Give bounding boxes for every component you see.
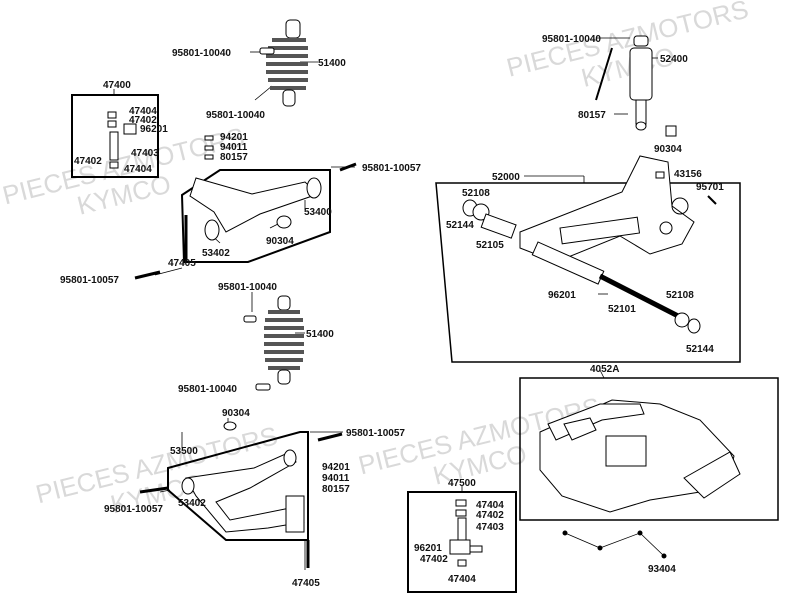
rear-shock	[595, 35, 677, 137]
part-label[interactable]: 43156	[674, 169, 702, 180]
part-label[interactable]: 47500	[448, 478, 476, 489]
part-label[interactable]: 47402	[74, 156, 102, 167]
shock-absorber-top	[259, 19, 308, 107]
part-label[interactable]: 95801-10057	[362, 163, 421, 174]
part-label[interactable]: 47404	[129, 106, 157, 117]
bolt	[134, 270, 161, 280]
part-label[interactable]: 95801-10057	[104, 504, 163, 515]
part-label[interactable]: 47400	[103, 80, 131, 91]
part-label[interactable]: 47404	[124, 164, 152, 175]
part-labels: 95801-10040 51400 95801-10040 47400 4740…	[60, 34, 724, 589]
swing-arm	[462, 155, 717, 334]
kingpin-assembly-a	[107, 111, 137, 169]
part-label[interactable]: 53400	[304, 207, 332, 218]
part-label[interactable]: 95801-10040	[206, 110, 265, 121]
washers-top	[204, 135, 214, 160]
skid-plate	[539, 399, 741, 559]
part-label[interactable]: 52144	[686, 344, 714, 355]
part-label[interactable]: 95801-10040	[172, 48, 231, 59]
part-label[interactable]: 52101	[608, 304, 636, 315]
part-label[interactable]: 90304	[266, 236, 294, 247]
part-label[interactable]: 47405	[292, 578, 320, 589]
part-label[interactable]: 51400	[318, 58, 346, 69]
part-label[interactable]: 95801-10057	[60, 275, 119, 286]
part-label[interactable]: 52108	[462, 188, 490, 199]
box-47400	[71, 94, 159, 178]
part-label[interactable]: 4052A	[590, 364, 619, 375]
part-label[interactable]: 94011	[220, 142, 248, 153]
part-label[interactable]: 95801-10040	[218, 282, 277, 293]
part-label[interactable]: 80157	[220, 152, 248, 163]
part-label[interactable]: 52400	[660, 54, 688, 65]
upper-a-arm	[184, 162, 357, 262]
part-label[interactable]: 53402	[202, 248, 230, 259]
part-label[interactable]: 96201	[414, 543, 442, 554]
part-label[interactable]: 47402	[420, 554, 448, 565]
part-label[interactable]: 95801-10040	[178, 384, 237, 395]
part-label[interactable]: 96201	[548, 290, 576, 301]
part-label[interactable]: 94011	[322, 473, 350, 484]
part-label[interactable]: 80157	[578, 110, 606, 121]
part-label[interactable]: 52105	[476, 240, 504, 251]
part-label[interactable]: 96201	[140, 124, 168, 135]
part-label[interactable]: 52108	[666, 290, 694, 301]
part-label[interactable]: 90304	[654, 144, 682, 155]
part-label[interactable]: 95801-10057	[346, 428, 405, 439]
part-label[interactable]: 90304	[222, 408, 250, 419]
shock-absorber-middle	[223, 295, 304, 431]
part-label[interactable]: 47405	[168, 258, 196, 269]
part-label[interactable]: 47403	[131, 148, 159, 159]
part-label[interactable]: 47403	[476, 522, 504, 533]
part-label[interactable]: 47402	[476, 510, 504, 521]
part-label[interactable]: 47404	[476, 500, 504, 511]
part-label[interactable]: 53402	[178, 498, 206, 509]
part-label[interactable]: 51400	[306, 329, 334, 340]
part-label[interactable]: 47402	[129, 115, 157, 126]
part-label[interactable]: 47404	[448, 574, 476, 585]
part-label[interactable]: 94201	[322, 462, 350, 473]
kingpin-assembly-b	[449, 499, 483, 567]
part-label[interactable]: 52000	[492, 172, 520, 183]
box-4052A	[519, 377, 779, 521]
part-label[interactable]: 53500	[170, 446, 198, 457]
part-label[interactable]: 95701	[696, 182, 724, 193]
part-label[interactable]: 95801-10040	[542, 34, 601, 45]
box-53400	[180, 169, 331, 263]
lower-a-arm	[139, 432, 343, 568]
part-label[interactable]: 80157	[322, 484, 350, 495]
part-label[interactable]: 93404	[648, 564, 676, 575]
part-label[interactable]: 94201	[220, 132, 248, 143]
part-label[interactable]: 52144	[446, 220, 474, 231]
